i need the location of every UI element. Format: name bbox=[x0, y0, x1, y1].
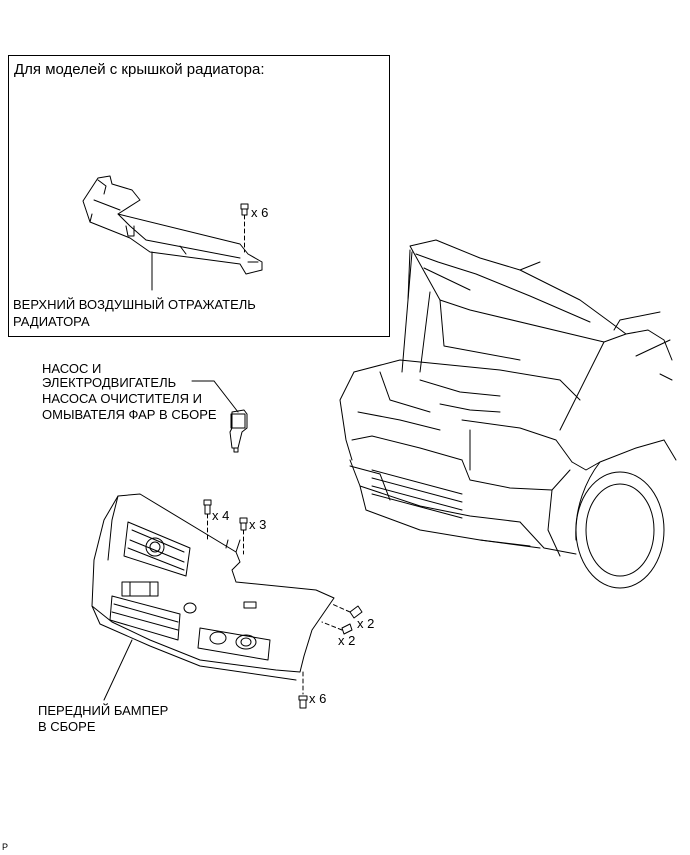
side-screws-qty: x 2 bbox=[357, 616, 375, 631]
side-screw-icon bbox=[331, 603, 363, 619]
deflector-label-line2: РАДИАТОРА bbox=[13, 314, 90, 329]
pump-label-line2: ЭЛЕКТРОДВИГАТЕЛЬ bbox=[42, 375, 177, 390]
inset-frame bbox=[8, 55, 390, 337]
top-bolt-icon bbox=[203, 499, 212, 541]
top-clip-icon bbox=[239, 517, 248, 555]
top-clips-qty: x 3 bbox=[249, 517, 267, 532]
vehicle-open-hood bbox=[339, 239, 677, 589]
inset-title: Для моделей с крышкой радиатора: bbox=[14, 61, 265, 78]
bottom-screws-qty: x 6 bbox=[309, 691, 327, 706]
pump-label-line3: НАСОСА ОЧИСТИТЕЛЯ И bbox=[42, 391, 202, 406]
bumper-label-line1: ПЕРЕДНИЙ БАМПЕР bbox=[38, 703, 169, 718]
deflector-label-line1: ВЕРХНИЙ ВОЗДУШНЫЙ ОТРАЖАТЕЛЬ bbox=[13, 297, 256, 312]
side-clips-qty: x 2 bbox=[338, 633, 356, 648]
bumper-leader bbox=[103, 639, 133, 701]
bottom-screw-icon bbox=[298, 671, 308, 709]
washer-pump-motor bbox=[229, 409, 248, 453]
side-clip-icon bbox=[321, 621, 353, 635]
figure-code: P bbox=[2, 842, 9, 852]
top-bolts-qty: x 4 bbox=[212, 508, 230, 523]
pump-label-line1: НАСОС И bbox=[42, 361, 102, 376]
deflector-clips-qty: x 6 bbox=[251, 205, 269, 220]
deflector-clip-icon bbox=[240, 203, 249, 253]
radiator-air-deflector bbox=[82, 175, 263, 275]
pump-label-line4: ОМЫВАТЕЛЯ ФАР В СБОРЕ bbox=[42, 407, 217, 422]
bumper-label-line2: В СБОРЕ bbox=[38, 719, 96, 734]
pump-leader-2 bbox=[213, 380, 239, 413]
front-bumper-assembly bbox=[91, 493, 335, 681]
